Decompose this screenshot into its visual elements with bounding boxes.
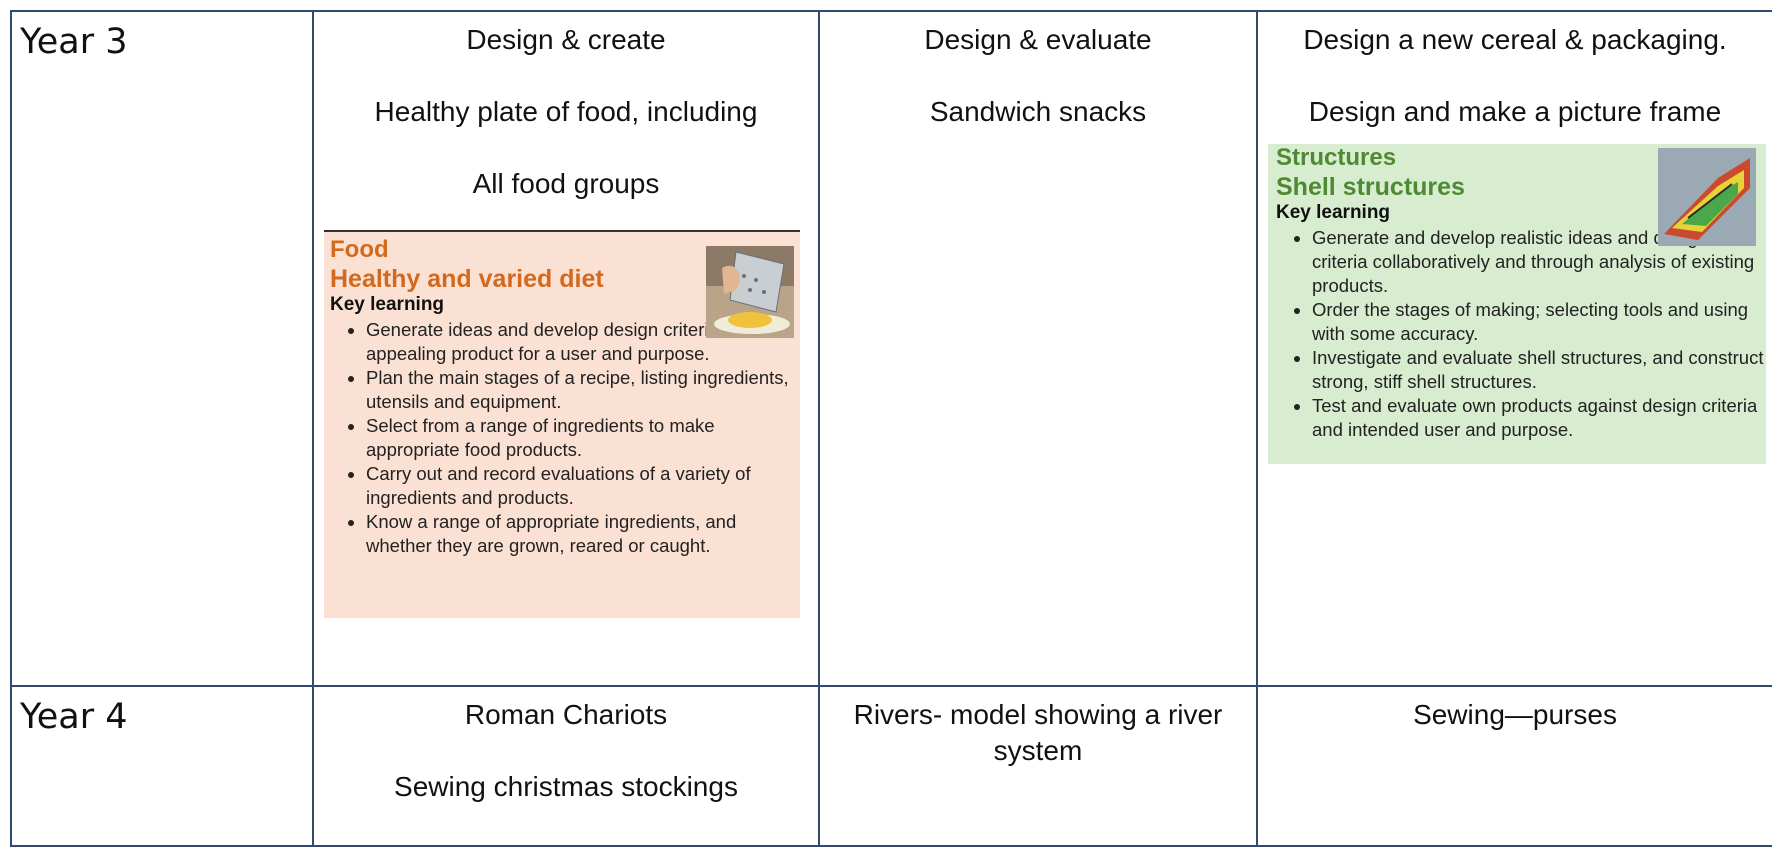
- key-learning-list: Generate and develop realistic ideas and…: [1276, 226, 1766, 442]
- card-title: Food: [330, 236, 389, 263]
- list-item: Know a range of appropriate ingredients,…: [366, 510, 800, 558]
- year-4-cell-chariots: Roman Chariots Sewing christmas stocking…: [312, 685, 820, 847]
- card-subtitle: Healthy and varied diet: [330, 265, 604, 293]
- key-learning-list: Generate ideas and develop design criter…: [330, 318, 800, 558]
- cell-line: Roman Chariots: [464, 699, 668, 730]
- card-heading: Key learning: [330, 294, 445, 315]
- food-key-learning-card: Food Healthy and varied diet Key learnin…: [324, 230, 800, 618]
- year-3-label: Year 3: [10, 10, 314, 687]
- table-row-year-4: Year 4 Roman Chariots Sewing christmas s…: [10, 685, 1772, 847]
- card-subtitle: Shell structures: [1276, 173, 1465, 201]
- table-row-year-3: Year 3 Design & create Healthy plate of …: [10, 10, 1772, 687]
- cell-line: Sewing christmas stockings: [394, 771, 738, 802]
- cell-line: Healthy plate of food, including: [374, 96, 758, 127]
- year-4-col2-text: Rivers- model showing a river system: [820, 687, 1256, 769]
- cell-line: Design a new cereal & packaging.: [1303, 24, 1727, 55]
- cell-line: Design and make a picture frame: [1308, 96, 1722, 127]
- year-3-col3-text: Design a new cereal & packaging. Design …: [1258, 12, 1772, 130]
- year-4-col1-text: Roman Chariots Sewing christmas stocking…: [314, 687, 818, 805]
- shell-structure-photo-icon: [1658, 148, 1756, 246]
- cell-line: Design & create: [466, 24, 666, 55]
- cell-line: Sandwich snacks: [929, 96, 1147, 127]
- year-4-cell-sewing-purses: Sewing—purses: [1256, 685, 1772, 847]
- structures-key-learning-card: Structures Shell structures Key learning…: [1268, 144, 1766, 464]
- list-item: Investigate and evaluate shell structure…: [1312, 346, 1766, 394]
- list-item: Generate and develop realistic ideas and…: [1312, 226, 1766, 298]
- list-item: Test and evaluate own products against d…: [1312, 394, 1766, 442]
- list-item: Carry out and record evaluations of a va…: [366, 462, 800, 510]
- cell-line: Sewing—purses: [1413, 699, 1617, 730]
- list-item: Select from a range of ingredients to ma…: [366, 414, 800, 462]
- year-4-label: Year 4: [10, 685, 314, 847]
- list-item: Order the stages of making; selecting to…: [1312, 298, 1766, 346]
- card-title: Structures: [1276, 144, 1397, 171]
- list-item: Generate ideas and develop design criter…: [366, 318, 800, 366]
- cell-line: Design & evaluate: [924, 24, 1152, 55]
- card-heading: Key learning: [1276, 202, 1391, 223]
- year-3-cell-cereal-frame: Design a new cereal & packaging. Design …: [1256, 10, 1772, 687]
- year-3-col1-text: Design & create Healthy plate of food, i…: [314, 12, 818, 202]
- year-3-cell-design-create: Design & create Healthy plate of food, i…: [312, 10, 820, 687]
- year-3-col2-text: Design & evaluate Sandwich snacks: [820, 12, 1256, 130]
- grater-cheese-photo-icon: [706, 246, 794, 338]
- list-item: Plan the main stages of a recipe, listin…: [366, 366, 800, 414]
- year-3-cell-design-evaluate: Design & evaluate Sandwich snacks: [818, 10, 1258, 687]
- cell-line: Rivers- model showing a river system: [853, 699, 1223, 766]
- cell-line: All food groups: [472, 168, 660, 199]
- year-4-cell-rivers: Rivers- model showing a river system: [818, 685, 1258, 847]
- curriculum-table: Year 3 Design & create Healthy plate of …: [10, 10, 1772, 847]
- year-4-col3-text: Sewing—purses: [1258, 687, 1772, 733]
